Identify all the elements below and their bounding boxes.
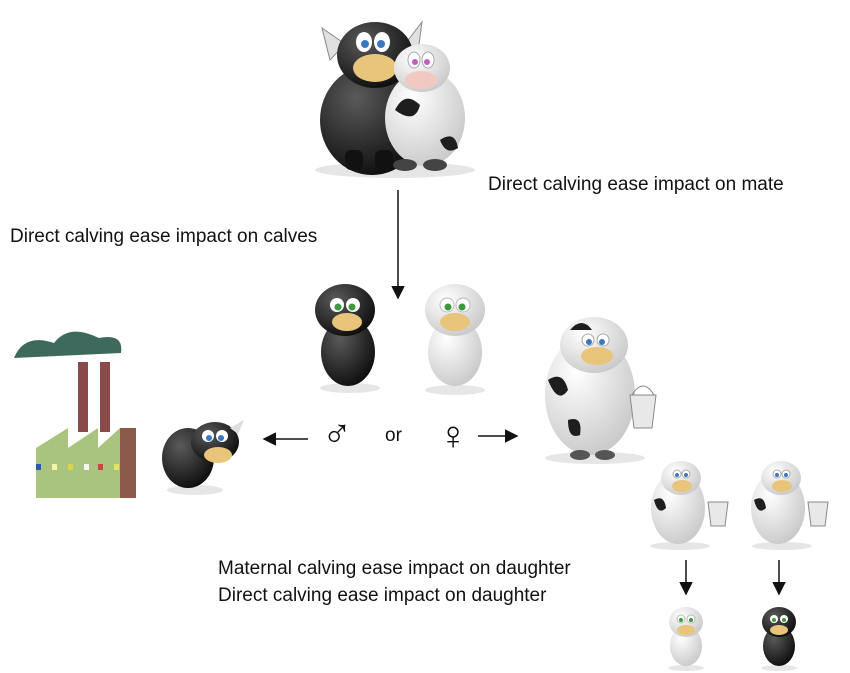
female-symbol-icon: ♀ [438, 414, 468, 458]
grandcalf-white-icon [668, 607, 704, 671]
direct-daughter-label: Direct calving ease impact on daughter [218, 585, 547, 606]
or-label: or [385, 425, 402, 446]
mate-impact-label: Direct calving ease impact on mate [488, 174, 784, 195]
daughter-cow-right-icon [751, 461, 829, 550]
male-symbol-icon: ♂ [322, 412, 352, 456]
milk-cow-icon [545, 317, 657, 464]
parent-cow-icon [385, 44, 465, 171]
calves-impact-label: Direct calving ease impact on calves [10, 226, 318, 247]
daughter-cow-left-icon [650, 461, 729, 550]
black-calf-icon [315, 284, 380, 393]
steer-icon [162, 420, 244, 495]
factory-icon [14, 331, 136, 498]
white-calf-icon [425, 284, 485, 395]
grandcalf-black-icon [761, 607, 797, 671]
maternal-daughter-label: Maternal calving ease impact on daughter [218, 558, 571, 579]
